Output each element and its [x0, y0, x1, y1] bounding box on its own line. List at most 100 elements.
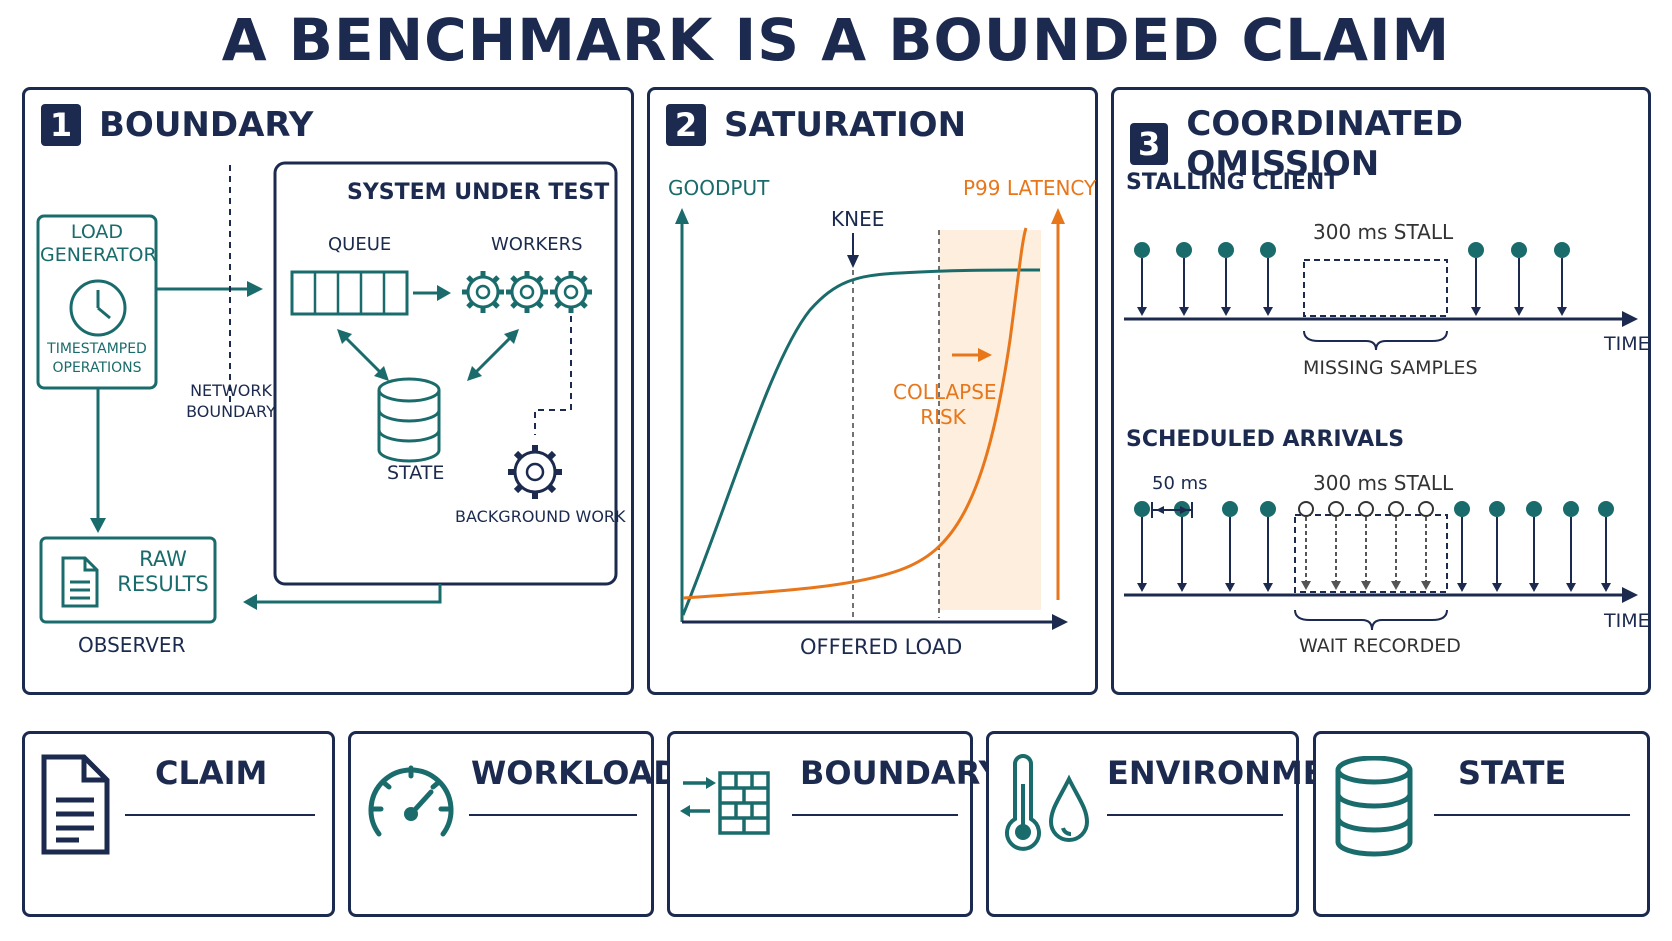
- request-dot: [1260, 501, 1276, 517]
- request-dot: [1468, 242, 1484, 258]
- arrow-head: [1301, 581, 1311, 590]
- gear-icon: [508, 445, 562, 499]
- card-line: [1434, 814, 1630, 816]
- goodput-curve: [681, 268, 1041, 616]
- database-icon: [1335, 756, 1413, 857]
- arrow-head: [1137, 307, 1147, 316]
- request-dot: [1489, 501, 1505, 517]
- panel-boundary: 1 BOUNDARY: [22, 87, 634, 695]
- arrow-head: [1566, 583, 1576, 592]
- saturation-chart: [675, 208, 1068, 630]
- queue-icon: [290, 270, 409, 316]
- card-label: WORKLOAD: [471, 754, 680, 792]
- card-line: [792, 814, 958, 816]
- arrow-head: [1471, 307, 1481, 316]
- scheduled-dot: [1328, 501, 1344, 517]
- wait-recorded-label: WAIT RECORDED: [1299, 635, 1461, 657]
- offered-load-label: OFFERED LOAD: [800, 635, 963, 659]
- arrow-head: [1263, 583, 1273, 592]
- collapse-region: [939, 230, 1041, 610]
- request-dot: [1260, 242, 1276, 258]
- arrow-head: [1225, 583, 1235, 592]
- stalling-client-label: STALLING CLIENT: [1126, 170, 1340, 195]
- request-dot: [1134, 501, 1150, 517]
- page-title: A BENCHMARK IS A BOUNDED CLAIM: [221, 6, 1451, 74]
- firewall-icon: [680, 771, 770, 835]
- database-icon: [377, 377, 441, 463]
- card-claim: CLAIM: [22, 731, 335, 917]
- time-label: TIME: [1604, 610, 1650, 632]
- request-dot: [1563, 501, 1579, 517]
- knee-label: KNEE: [831, 207, 885, 231]
- goodput-label: GOODPUT: [668, 176, 770, 200]
- arrow-head: [1391, 581, 1401, 590]
- arrow-head: [1179, 307, 1189, 316]
- stall-label: 300 ms STALL: [1313, 471, 1454, 495]
- latency-curve: [682, 227, 1028, 600]
- omission-diagram: [1124, 242, 1638, 631]
- missing-samples-label: MISSING SAMPLES: [1303, 357, 1478, 379]
- clock-icon: [69, 279, 127, 337]
- request-dot: [1134, 242, 1150, 258]
- panel-title: BOUNDARY: [99, 105, 314, 145]
- thermometer-drop-icon: [1005, 754, 1090, 851]
- gear-icon: [462, 271, 504, 313]
- p99-latency-label: P99 LATENCY: [963, 176, 1097, 200]
- scheduled-dot: [1298, 501, 1314, 517]
- scheduled-dot: [1358, 501, 1374, 517]
- card-line: [1107, 814, 1283, 816]
- arrow-head: [1557, 307, 1567, 316]
- missing-brace: [1303, 330, 1448, 351]
- panel-coordinated-omission: 3 COORDINATED OMISSION STALLING CLIENT 3…: [1111, 87, 1651, 695]
- scheduled-arrivals-label: SCHEDULED ARRIVALS: [1126, 427, 1405, 452]
- scheduled-wait-markers: [1298, 501, 1434, 590]
- stall-box-scheduled: [1294, 514, 1448, 593]
- request-dot: [1526, 501, 1542, 517]
- system-under-test-label: SYSTEM UNDER TEST: [347, 180, 610, 205]
- scheduled-dot: [1418, 501, 1434, 517]
- arrow-head: [1361, 581, 1371, 590]
- card-line: [125, 814, 315, 816]
- scheduled-dot: [1388, 501, 1404, 517]
- request-markers-stalling: [1134, 242, 1570, 316]
- queue-label: QUEUE: [328, 234, 392, 255]
- card-environment: ENVIRONMENT: [986, 731, 1373, 917]
- time-label: TIME: [1604, 333, 1650, 355]
- arrow-head: [1263, 307, 1273, 316]
- request-dot: [1554, 242, 1570, 258]
- arrow-head: [1137, 583, 1147, 592]
- panel-saturation: 2 SATURATION GOODPUT P99 LATENCY KNEE CO…: [647, 87, 1098, 695]
- document-icon: [41, 754, 110, 855]
- request-dot: [1176, 242, 1192, 258]
- card-line: [469, 814, 637, 816]
- panel-title: COORDINATED OMISSION: [1186, 104, 1463, 184]
- system-under-test-box: [273, 161, 618, 586]
- speedometer-icon: [368, 765, 454, 837]
- arrow-head: [1601, 583, 1611, 592]
- request-dot: [1218, 242, 1234, 258]
- panel-number: 3: [1130, 123, 1169, 165]
- state-label: STATE: [387, 462, 445, 484]
- interval-label: 50 ms: [1152, 473, 1208, 494]
- timestamped-label: TIMESTAMPED OPERATIONS: [47, 341, 147, 376]
- card-boundary: BOUNDARY: [667, 731, 1002, 917]
- card-state: STATE: [1313, 731, 1650, 917]
- request-dot: [1454, 501, 1470, 517]
- panel-number: 1: [41, 104, 81, 146]
- card-label: BOUNDARY: [800, 754, 1002, 792]
- wait-brace: [1294, 609, 1448, 631]
- request-dot: [1598, 501, 1614, 517]
- arrow-head: [1421, 581, 1431, 590]
- boundary-diagram: [36, 161, 618, 624]
- arrow-head: [1529, 583, 1539, 592]
- arrow-head: [1331, 581, 1341, 590]
- arrow-head: [1514, 307, 1524, 316]
- arrow-head: [1457, 583, 1467, 592]
- observer-label: OBSERVER: [78, 633, 186, 657]
- card-workload: WORKLOAD: [348, 731, 680, 917]
- gear-icon: [506, 271, 548, 313]
- stall-box: [1303, 259, 1448, 317]
- background-work-label: BACKGROUND WORK: [455, 507, 626, 526]
- arrow-head: [1492, 583, 1502, 592]
- workers-label: WORKERS: [491, 234, 583, 255]
